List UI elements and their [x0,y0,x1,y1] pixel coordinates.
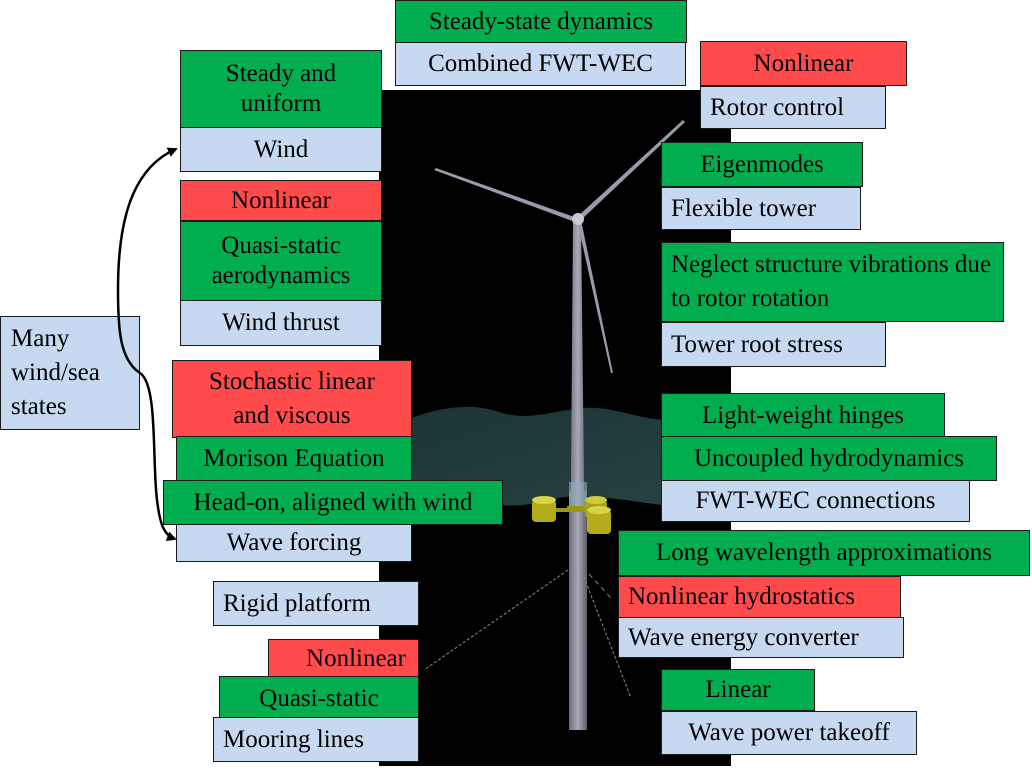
head-on-aligned-label: Head-on, aligned with wind [193,488,473,516]
uncoupled-hydro-label: Uncoupled hydrodynamics [693,444,965,472]
many-states-label: Many wind/sea states [11,325,100,420]
linear-label: Linear [705,676,771,703]
mooring-line-right [581,571,632,699]
nonlinear-hydrostatics-label: Nonlinear hydrostatics [628,583,856,610]
wave-power-takeoff-box: Wave power takeoff [661,711,917,755]
hub [572,213,584,225]
blade-down [577,220,613,373]
mooring-lines-box: Mooring lines [213,717,419,762]
quasi-static-aero-label: Quasi-static aerodynamics [211,232,351,289]
mooring-quasi-static-box: Quasi-static [219,676,419,721]
mooring-line-back [588,573,612,599]
combined-fwt-wec-box: Combined FWT-WEC [395,42,686,86]
wind-box: Wind [180,127,382,172]
tower-root-stress-box: Tower root stress [661,322,886,367]
blade-left [434,168,577,222]
rigid-platform-label: Rigid platform [223,589,371,617]
combined-fwt-wec-label: Combined FWT-WEC [428,50,653,77]
morison-equation-box: Morison Equation [176,436,412,481]
wave-forcing-box: Wave forcing [176,524,412,562]
rigid-platform-box: Rigid platform [213,581,419,626]
mooring-lines-label: Mooring lines [223,725,364,753]
mooring-line-left [423,569,569,671]
head-on-aligned-box: Head-on, aligned with wind [163,480,503,525]
steady-uniform-box: Steady and uniform [180,50,382,128]
wave-forcing-label: Wave forcing [226,529,362,556]
neglect-vibrations-label: Neglect structure vibrations due to roto… [671,251,992,312]
rotor-control-box: Rotor control [700,86,886,129]
steady-state-dynamics-box: Steady-state dynamics [395,0,687,43]
rotor-control-label: Rotor control [710,93,845,121]
eigenmodes-label: Eigenmodes [700,150,824,178]
quasi-static-aero-box: Quasi-static aerodynamics [180,221,382,301]
rotor-nonlinear-label: Nonlinear [753,49,854,77]
tower-root-stress-label: Tower root stress [671,330,843,358]
mooring-nonlinear-box: Nonlinear [268,639,419,679]
light-weight-hinges-label: Light-weight hinges [701,401,905,429]
long-wavelength-box: Long wavelength approximations [618,530,1030,576]
light-weight-hinges-box: Light-weight hinges [661,393,945,438]
spar-waterline [569,482,587,512]
fwt-wec-connections-box: FWT-WEC connections [661,480,970,522]
wind-thrust-nonlinear-box: Nonlinear [180,180,382,221]
flexible-tower-box: Flexible tower [661,187,861,230]
fwt-wec-connections-label: FWT-WEC connections [695,487,936,514]
many-states-box: Many wind/sea states [0,316,140,430]
stochastic-linear-label: Stochastic linear and viscous [209,368,375,429]
spar-lower [569,490,587,730]
long-wavelength-label: Long wavelength approximations [655,539,993,566]
neglect-vibrations-box: Neglect structure vibrations due to roto… [661,242,1004,322]
wec-floats [532,496,611,534]
uncoupled-hydro-box: Uncoupled hydrodynamics [661,436,997,481]
wave-energy-converter-label: Wave energy converter [628,623,859,651]
morison-equation-label: Morison Equation [203,444,385,472]
wind-thrust-box: Wind thrust [180,300,382,346]
rotor-nonlinear-box: Nonlinear [700,41,907,86]
nonlinear-hydrostatics-box: Nonlinear hydrostatics [618,576,901,618]
mooring-nonlinear-label: Nonlinear [306,645,406,672]
stochastic-linear-box: Stochastic linear and viscous [172,360,412,438]
mooring-quasi-static-label: Quasi-static [259,684,379,712]
linear-box: Linear [661,669,815,711]
eigenmodes-box: Eigenmodes [661,142,863,187]
wind-thrust-label: Wind thrust [222,309,340,336]
flexible-tower-label: Flexible tower [671,194,817,222]
wave-energy-converter-box: Wave energy converter [618,617,904,658]
wind-thrust-nonlinear-label: Nonlinear [231,186,331,214]
wind-label: Wind [253,135,309,163]
blade-right [577,120,685,220]
steady-uniform-label: Steady and uniform [225,60,337,117]
wave-power-takeoff-label: Wave power takeoff [688,719,890,746]
steady-state-dynamics-label: Steady-state dynamics [428,7,654,35]
